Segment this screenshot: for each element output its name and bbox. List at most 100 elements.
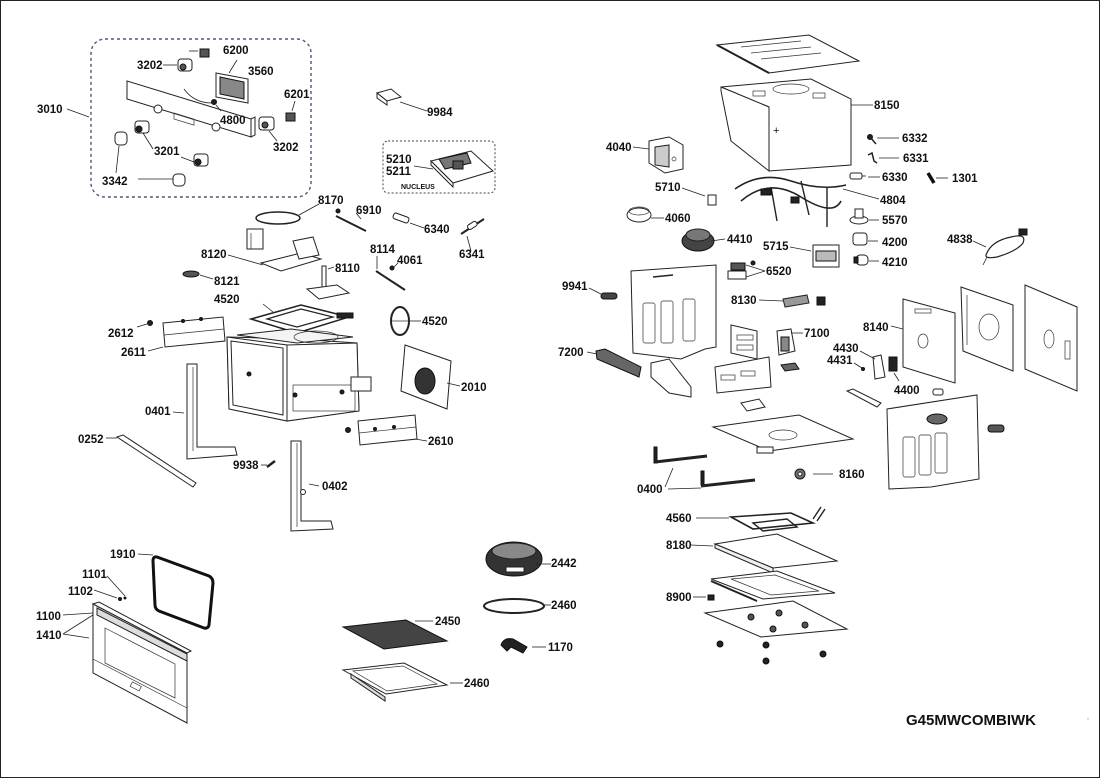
capacitor-4200 (852, 232, 868, 246)
door-sensor-7100 (776, 328, 796, 356)
label-2611: 2611 (121, 347, 147, 359)
label-0252: 0252 (78, 434, 104, 446)
nut-4061 (389, 265, 395, 271)
door-seal-1910 (151, 555, 215, 630)
label-2460: 2460 (464, 678, 490, 690)
heating-element-4520-grill (248, 304, 354, 334)
label-8114: 8114 (370, 244, 396, 256)
svg-text:+: + (773, 125, 779, 137)
label-4838: 4838 (947, 234, 973, 246)
cover-7200 (595, 348, 642, 378)
frame-side-0401 (186, 363, 238, 460)
top-panel (715, 34, 861, 74)
label-2010: 2010 (461, 382, 487, 394)
label-7100: 7100 (804, 328, 830, 340)
label-6200: 6200 (223, 45, 249, 57)
nut-8160 (794, 468, 806, 480)
label-4800: 4800 (220, 115, 246, 127)
label-6910: 6910 (356, 205, 382, 217)
label-3342: 3342 (102, 176, 128, 188)
label-6341: 6341 (459, 249, 485, 261)
crisp-lid-2442 (485, 541, 543, 577)
fuse-1301 (926, 172, 936, 184)
label-4200: 4200 (882, 237, 908, 249)
label-5211: 5211 (386, 166, 412, 178)
label-8130: 8130 (731, 295, 757, 307)
bar-lower (845, 388, 882, 408)
plate-8180 (713, 533, 839, 574)
label-1910: 1910 (110, 549, 136, 561)
label-1170: 1170 (548, 642, 573, 654)
brackets-center (714, 324, 772, 394)
label-1410: 1410 (36, 630, 62, 642)
switch-bracket-8130 (782, 294, 826, 308)
small-block (740, 398, 766, 412)
label-2612: 2612 (108, 328, 134, 340)
label-3202: 3202 (137, 60, 163, 72)
thermostat-6332 (867, 134, 877, 145)
label-0402: 0402 (322, 481, 348, 493)
control-panel-group-border (90, 38, 312, 198)
knob-3202-b (258, 116, 275, 131)
control-board-5210 (430, 150, 494, 189)
label-4210: 4210 (882, 257, 908, 269)
label-4040: 4040 (606, 142, 632, 154)
outer-casing-8150: + (720, 78, 852, 173)
label-4431: 4431 (827, 355, 853, 367)
label-4520: 4520 (422, 316, 448, 328)
lower-frame-b (703, 600, 849, 638)
model-code: G45MWCOMBIWK (906, 712, 1036, 729)
label-4804: 4804 (880, 195, 906, 207)
knob-3201-b (193, 153, 209, 167)
heating-element-4520-circular (390, 306, 410, 336)
label-2442: 2442 (551, 558, 577, 570)
label-4410: 4410 (727, 234, 753, 246)
baking-tray-2460 (341, 662, 449, 702)
control-panel-fascia (126, 80, 256, 138)
bracket-2611 (162, 316, 226, 348)
shaft-stirrer-8110 (305, 265, 351, 300)
vent-grille (987, 424, 1005, 433)
stray-dot (1087, 718, 1089, 720)
latch-9941 (600, 292, 618, 300)
knob-cap-3342-a (114, 131, 128, 146)
label-8150: 8150 (874, 100, 900, 112)
diode-4210 (853, 254, 869, 266)
thermostat-5570 (849, 208, 869, 225)
label-9984: 9984 (427, 107, 453, 119)
label-9938: 9938 (233, 460, 259, 472)
stirrer-motor-8120 (246, 228, 323, 272)
screw-9938 (266, 460, 276, 468)
oven-door-1410 (91, 601, 193, 724)
label-7200: 7200 (558, 347, 584, 359)
washer-8121 (182, 270, 200, 278)
trim-strip-0252 (115, 434, 197, 488)
label-8180: 8180 (666, 540, 692, 552)
panel-8140 (902, 298, 956, 384)
door-choke-2010 (400, 344, 452, 410)
ring-2460 (483, 598, 545, 614)
door-switch-4430 (872, 354, 886, 380)
bracket-2610 (345, 414, 418, 446)
label-9941: 9941 (562, 281, 588, 293)
transformer-5715 (812, 244, 840, 268)
label-8160: 8160 (839, 469, 865, 481)
feet (716, 640, 827, 665)
label-1101: 1101 (82, 569, 108, 581)
label-8121: 8121 (214, 276, 240, 288)
oven-cavity (226, 328, 372, 422)
interlock-6520 (727, 260, 756, 280)
label-4061: 4061 (397, 255, 423, 267)
label-4400: 4400 (894, 385, 920, 397)
rear-panel-left (630, 264, 717, 360)
gasket-ring-8170 (255, 211, 301, 225)
label-1102: 1102 (68, 586, 93, 598)
label-5710: 5710 (655, 182, 681, 194)
label-3201: 3201 (154, 146, 180, 158)
rod-6910 (335, 208, 367, 232)
label-2450: 2450 (435, 616, 461, 628)
screw-2612 (147, 320, 153, 326)
handle-1170 (500, 638, 528, 654)
